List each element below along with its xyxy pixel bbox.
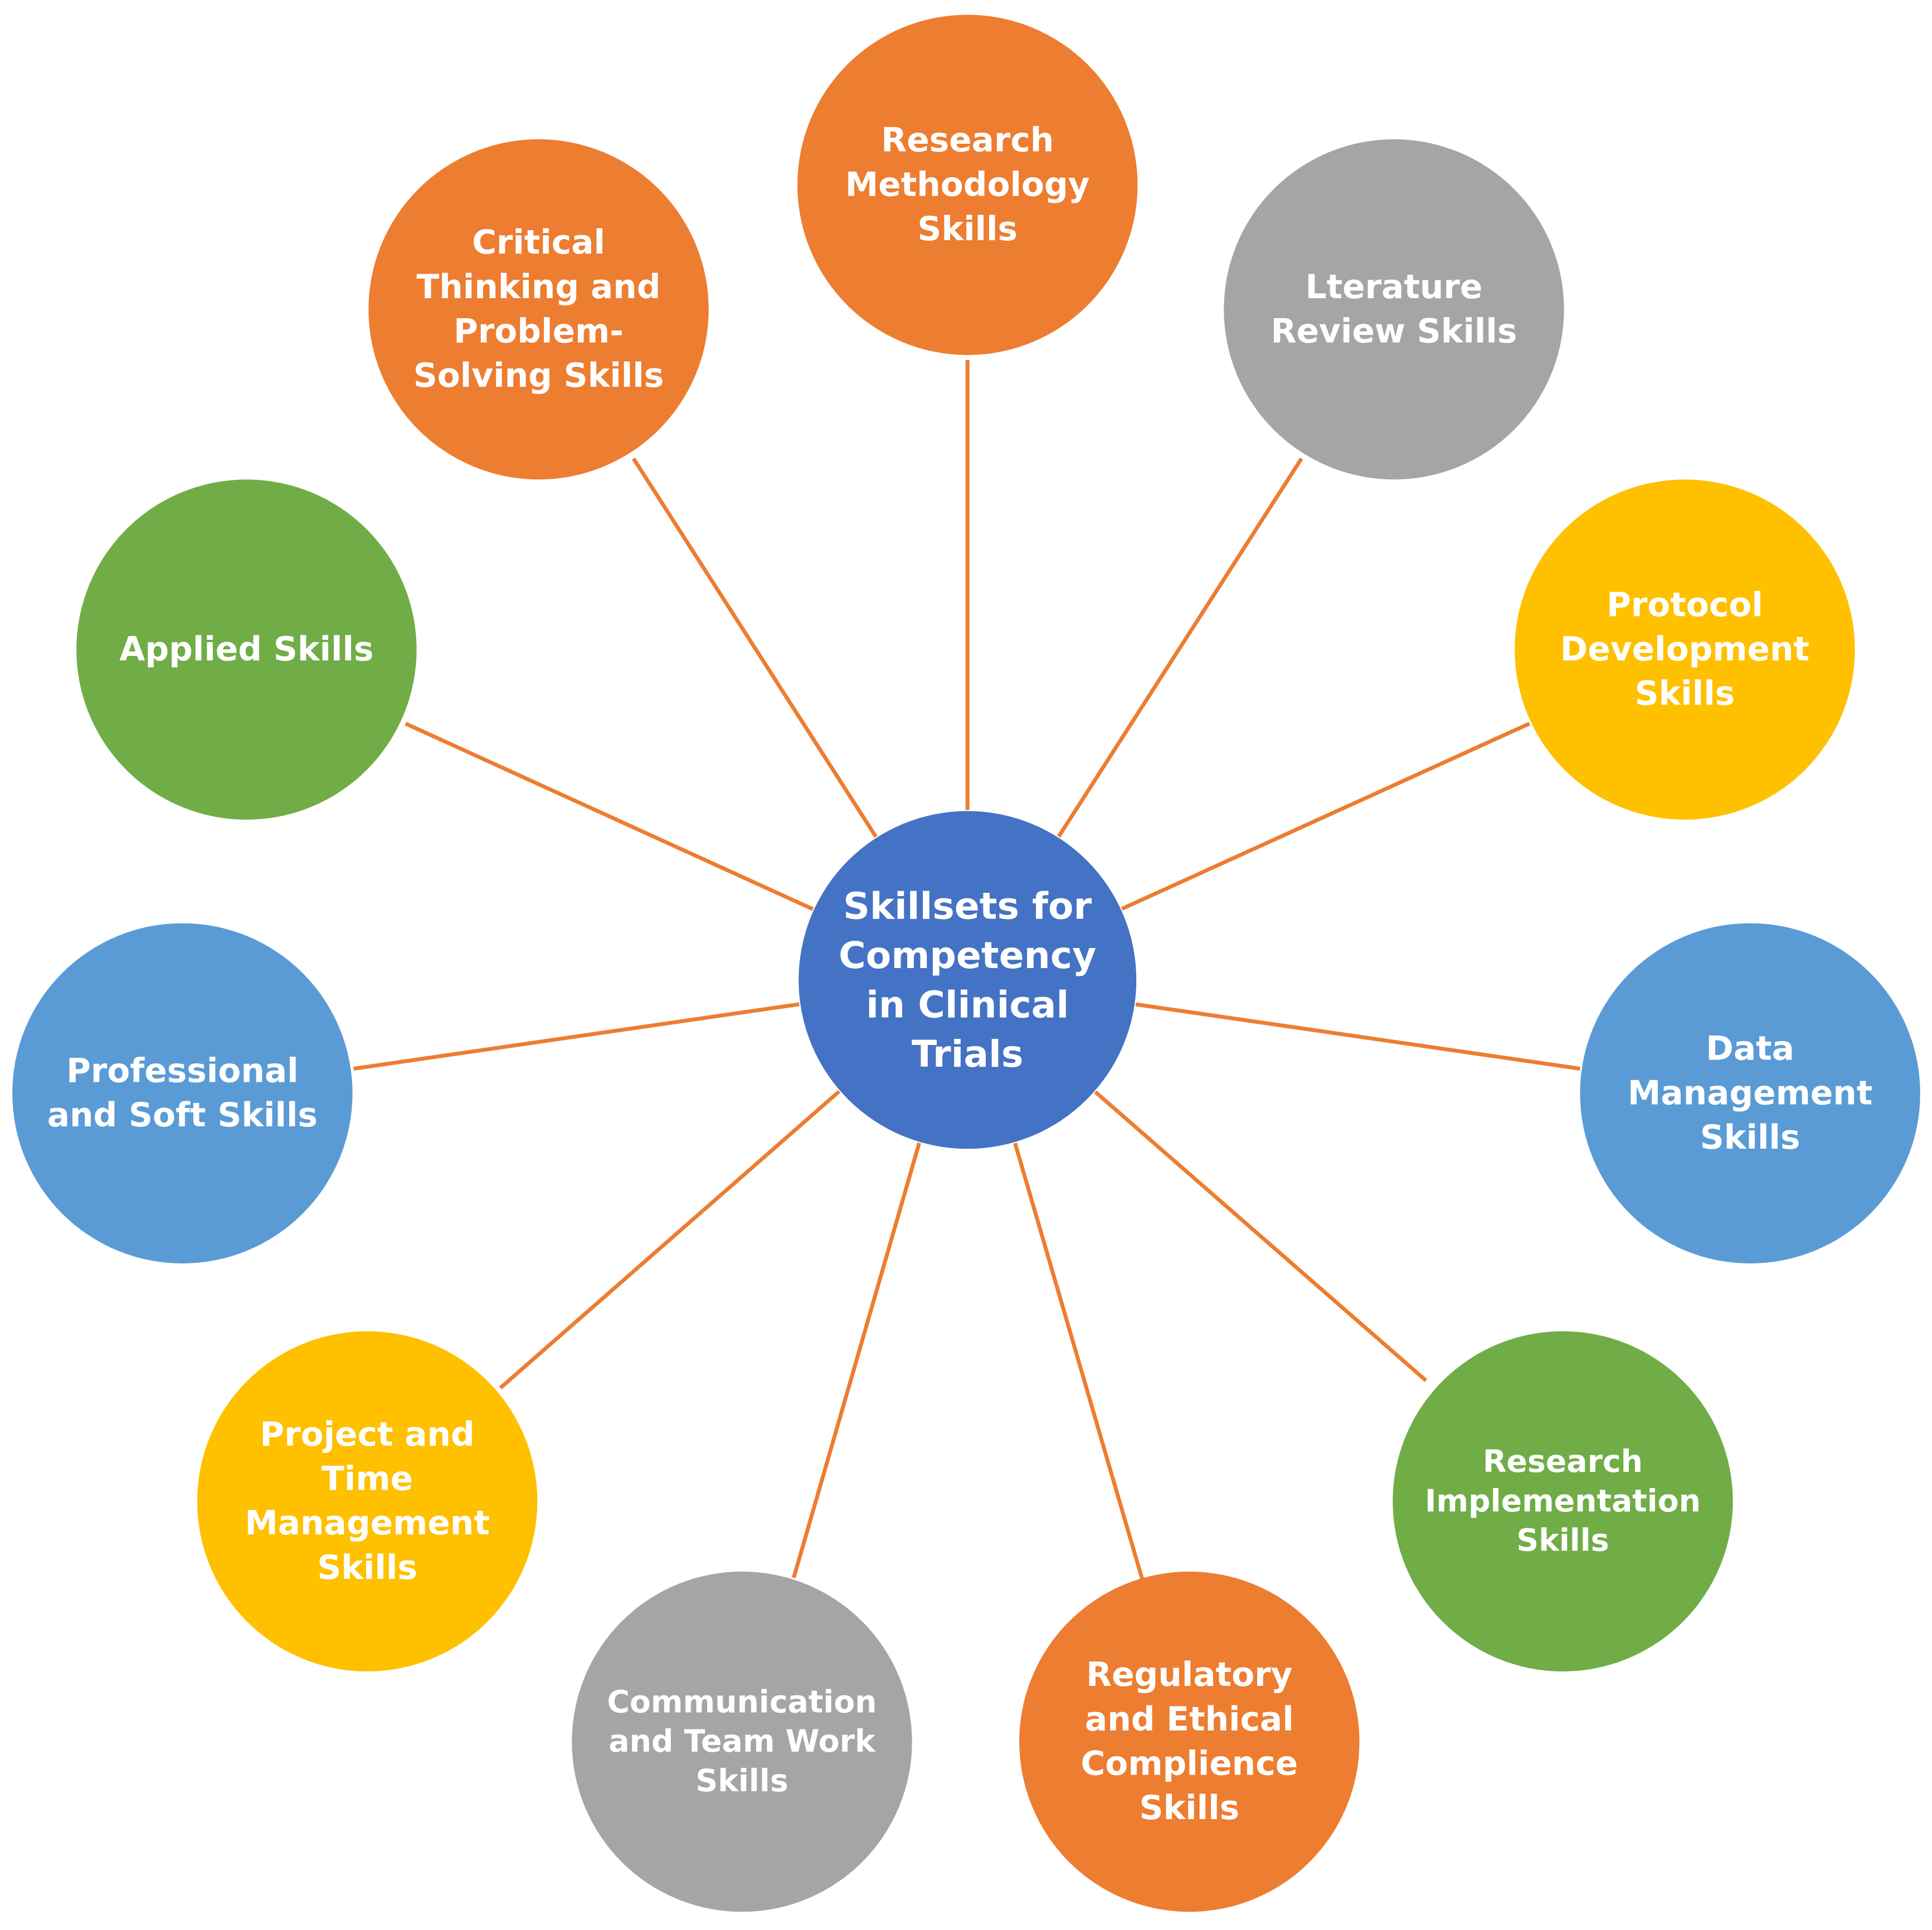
connector-research-implementation xyxy=(1094,1090,1428,1382)
node-project-time-label-line: Time xyxy=(322,1460,413,1499)
connector-critical-thinking xyxy=(631,457,878,838)
node-project-time-label-line: Management xyxy=(245,1504,489,1543)
connector-protocol-development xyxy=(1121,722,1531,911)
center-label-line: Skillsets for xyxy=(843,884,1092,928)
node-literature-review-label-line: Lterature xyxy=(1306,268,1483,307)
node-research-methodology-label-line: Skills xyxy=(917,210,1018,249)
node-circle-regulatory-ethical xyxy=(1019,1571,1360,1912)
node-regulatory-ethical-label-line: Complience xyxy=(1081,1744,1298,1783)
node-applied-label-line: Applied Skills xyxy=(119,630,373,669)
node-data-management-label-line: Data xyxy=(1706,1030,1794,1068)
node-professional-soft: Professional and Soft Skills xyxy=(12,923,353,1263)
node-circle-literature-review xyxy=(1224,139,1564,480)
connectors xyxy=(353,359,1580,1581)
node-protocol-development-label-line: Protocol xyxy=(1607,586,1763,624)
connector-literature-review xyxy=(1057,457,1303,838)
node-regulatory-ethical-label-line: Regulatory xyxy=(1086,1656,1292,1694)
node-circle-project-time xyxy=(197,1331,538,1672)
node-circle-research-methodology xyxy=(797,14,1138,355)
node-circle-applied xyxy=(76,479,417,820)
node-circle-critical-thinking xyxy=(368,139,709,480)
node-critical-thinking-label-line: Problem- xyxy=(454,312,624,351)
node-professional-soft-label-line: and Soft Skills xyxy=(47,1096,318,1135)
center-label-line: Competency xyxy=(839,934,1096,977)
node-research-methodology-label-line: Methodology xyxy=(845,166,1090,204)
node-circle-professional-soft xyxy=(12,923,353,1263)
node-literature-review-label-line: Review Skills xyxy=(1271,312,1517,351)
node-project-time-label-line: Skills xyxy=(317,1549,417,1587)
node-protocol-development-label-line: Development xyxy=(1560,630,1809,669)
node-communication-teamwork-label-line: Skills xyxy=(695,1763,788,1799)
node-circle-research-implementation xyxy=(1393,1331,1733,1672)
connector-data-management xyxy=(1135,1002,1580,1071)
connector-professional-soft xyxy=(353,1002,800,1071)
node-research-implementation-label-line: Research xyxy=(1483,1444,1643,1480)
node-communication-teamwork-label-line: and Team Work xyxy=(609,1724,876,1759)
node-research-implementation-label-line: Skills xyxy=(1516,1523,1609,1559)
node-protocol-development-label-line: Skills xyxy=(1635,675,1735,713)
node-project-time-label-line: Project and xyxy=(260,1416,474,1454)
node-critical-thinking-label-line: Thinking and xyxy=(417,268,661,307)
connector-project-time xyxy=(499,1090,841,1389)
center-circle xyxy=(799,811,1137,1149)
node-regulatory-ethical-label-line: and Ethical xyxy=(1085,1700,1294,1739)
center-label-line: in Clinical xyxy=(866,983,1069,1027)
connector-regulatory-ethical xyxy=(1013,1143,1145,1581)
connector-communication-teamwork xyxy=(791,1142,921,1578)
node-critical-thinking-label-line: Critical xyxy=(472,223,605,262)
node-regulatory-ethical-label-line: Skills xyxy=(1139,1789,1239,1827)
node-data-management-label-line: Skills xyxy=(1700,1119,1800,1157)
node-applied: Applied Skills xyxy=(76,479,417,820)
node-data-management-label-line: Management xyxy=(1628,1074,1872,1112)
node-circle-protocol-development xyxy=(1515,479,1855,820)
skill-nodes: ResearchMethodologySkillsLteratureReview… xyxy=(12,14,1920,1912)
node-circle-communication-teamwork xyxy=(572,1571,912,1912)
node-research-methodology-label-line: Research xyxy=(881,121,1054,160)
node-critical-thinking-label-line: Solving Skills xyxy=(413,357,664,395)
node-circle-data-management xyxy=(1580,923,1920,1263)
center-label-line: Trials xyxy=(912,1032,1023,1076)
node-research-implementation-label-line: Implementation xyxy=(1425,1484,1701,1519)
node-professional-soft-label-line: Professional xyxy=(66,1052,299,1090)
node-communication-teamwork-label-line: Communication xyxy=(607,1684,877,1720)
connector-applied xyxy=(405,722,814,911)
